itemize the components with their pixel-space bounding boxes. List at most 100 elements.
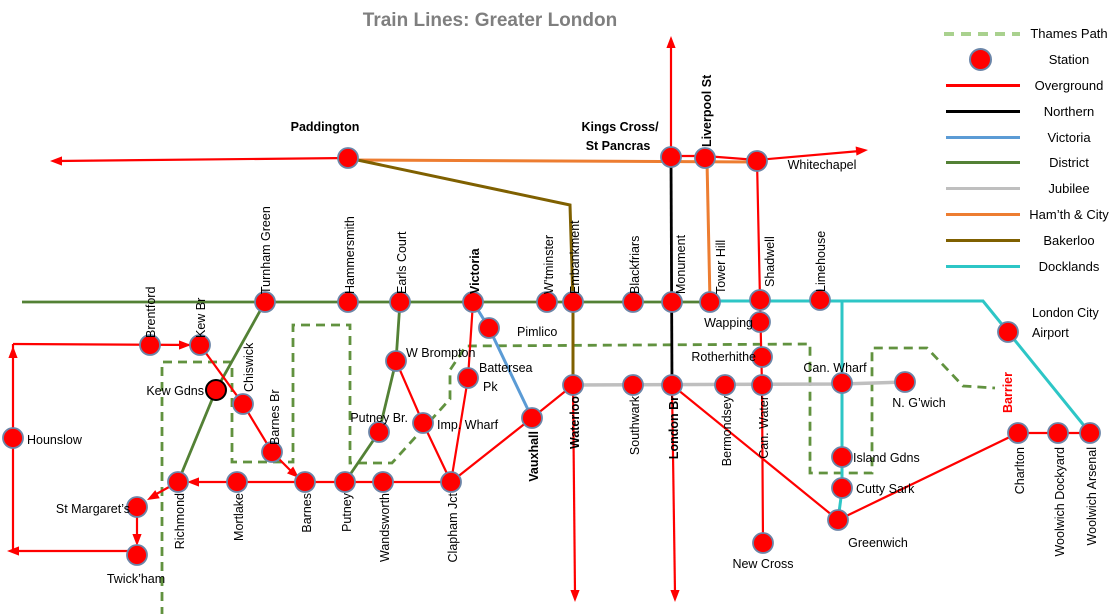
legend-label: Jubilee: [1048, 181, 1090, 197]
line-docklands-main: [710, 299, 1092, 434]
station-london-city-airport: [997, 321, 1019, 343]
label-victoria: Victoria: [468, 247, 482, 294]
station-battersea-pk: [457, 367, 479, 389]
label-can-wharf: Can. Wharf: [803, 361, 867, 375]
label-w-brompton: W Brompton: [406, 346, 476, 360]
legend-label: Docklands: [1038, 258, 1100, 274]
legend-item-northern: Northern: [936, 98, 1118, 124]
label-chiswick: Chiswick: [242, 342, 256, 392]
line-swatch-icon: [946, 135, 1020, 139]
label-rotherhithe: Rotherhithe: [691, 350, 756, 364]
station-liverpool-st: [694, 147, 716, 169]
label-bermondsey: Bermondsey: [720, 395, 734, 466]
line-overground-west-arrow: [56, 156, 349, 163]
station-rotherhithe: [751, 346, 773, 368]
legend-swatch: [936, 31, 1020, 36]
line-overground-eastlondon: [755, 159, 765, 544]
label-earls-court: Earls Court: [395, 231, 409, 294]
legend-label: Northern: [1043, 103, 1095, 119]
label-barnes: Barnes: [300, 493, 314, 533]
label-can-water: Can. Water: [757, 396, 771, 459]
station-westminster: [536, 291, 558, 313]
label-clapham-jct: Clapham Jct: [446, 492, 460, 562]
label-waterloo: Waterloo: [568, 396, 582, 449]
station-brentford: [139, 334, 161, 356]
arrow-to-richmond-icon: [187, 477, 199, 487]
station-charlton: [1007, 422, 1029, 444]
label-cutty-sark: Cutty Sark: [856, 482, 915, 496]
station-new-cross: [752, 532, 774, 554]
line-swatch-icon: [946, 83, 1020, 87]
label-richmond: Richmond: [173, 493, 187, 549]
arrow-twickenham-west-icon: [7, 546, 19, 556]
label-island-gdns: Island Gdns: [853, 451, 920, 465]
label-battersea: Battersea: [479, 361, 533, 375]
legend-label: Overground: [1034, 77, 1104, 93]
arrow-to-twickenham-icon: [132, 534, 142, 546]
label-airport: Airport: [1032, 326, 1069, 340]
legend-label: Bakerloo: [1043, 232, 1095, 248]
arrow-kingscross-up-icon: [666, 36, 676, 48]
label-woolwich-dockyard: Woolwich Dockyard: [1053, 447, 1067, 557]
station-kew-gdns: [205, 379, 227, 401]
line-overground-waterloo-south: [571, 384, 577, 594]
label-monument: Monument: [674, 234, 688, 294]
station-wapping: [749, 311, 771, 333]
legend-swatch: [936, 212, 1020, 216]
station-pimlico: [478, 317, 500, 339]
label-shadwell: Shadwell: [763, 236, 777, 287]
station-wandsworth: [372, 471, 394, 493]
label-woolwich-arsenal: Woolwich Arsenal: [1085, 447, 1099, 545]
label-liverpool-st: Liverpool St: [700, 74, 714, 147]
station-circle-swatch-icon: [969, 48, 992, 72]
label-barrier: Barrier: [1001, 372, 1015, 413]
station-blackfriars: [622, 291, 644, 313]
legend-label: Station: [1048, 52, 1090, 68]
line-victoria-line: [471, 301, 534, 419]
label-brentford: Brentford: [144, 287, 158, 338]
legend-item-thames-path: Thames Path: [936, 21, 1118, 47]
legend-label: Thames Path: [1030, 26, 1108, 42]
station-canary-wharf: [831, 372, 853, 394]
legend-item-docklands: Docklands: [936, 253, 1118, 279]
line-hamcity-main: [347, 158, 758, 164]
station-mortlake: [226, 471, 248, 493]
station-st-margarets: [126, 496, 148, 518]
legend-swatch: [936, 238, 1020, 242]
label-kew-gdns: Kew Gdns: [146, 384, 204, 398]
line-overground-victoria-clapham: [449, 301, 475, 483]
line-district-putney-branch: [343, 301, 402, 483]
label-embankment: Embankment: [568, 220, 582, 294]
label-pk: Pk: [483, 380, 498, 394]
station-tower-hill: [699, 291, 721, 313]
station-turnham-green: [254, 291, 276, 313]
legend-item-overground: Overground: [936, 73, 1118, 99]
label-hounslow: Hounslow: [27, 433, 83, 447]
legend-label: District: [1049, 155, 1089, 171]
station-canada-water: [751, 374, 773, 396]
legend-item-district: District: [936, 150, 1118, 176]
legend-label: Victoria: [1047, 129, 1091, 145]
legend-item-bakerloo: Bakerloo: [936, 227, 1118, 253]
legend-swatch: [936, 135, 1020, 139]
label-wapping: Wapping: [704, 316, 753, 330]
station-putney: [334, 471, 356, 493]
station-imp-wharf: [412, 412, 434, 434]
station-twickenham: [126, 544, 148, 566]
line-overground-kew-diagonal: [199, 344, 295, 475]
station-w-brompton: [385, 350, 407, 372]
label-st-pancras: St Pancras: [586, 139, 651, 153]
label-imp-wharf: Imp. Wharf: [437, 418, 499, 432]
line-swatch-icon: [946, 109, 1020, 113]
legend-swatch: [936, 83, 1020, 87]
legend-item-ham-th-city: Ham’th & City: [936, 202, 1118, 228]
label-london-city: London City: [1032, 306, 1099, 320]
label-charlton: Charlton: [1013, 447, 1027, 494]
label-paddington: Paddington: [291, 120, 360, 134]
arrow-waterloo-down-icon: [570, 590, 580, 602]
label-london-br: London Br: [667, 396, 681, 459]
label-mortlake: Mortlake: [232, 493, 246, 541]
station-southwark: [622, 374, 644, 396]
station-kew-br: [189, 334, 211, 356]
station-richmond: [167, 471, 189, 493]
